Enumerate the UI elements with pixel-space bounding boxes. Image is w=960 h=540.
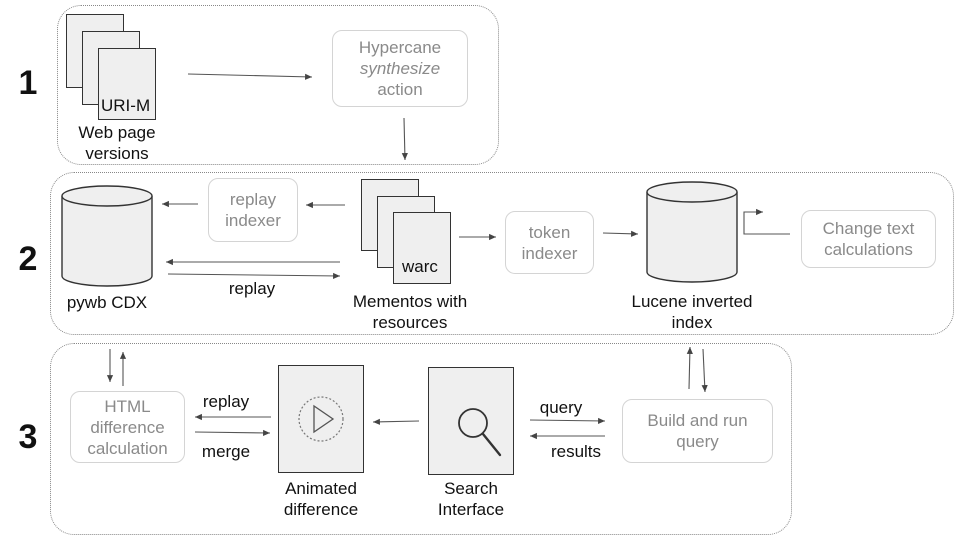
row-number-2: 2 — [18, 240, 38, 278]
caption-line: Lucene inverted — [631, 292, 753, 311]
html-difference-box: HTML difference calculation — [70, 391, 185, 463]
html-diff-line: HTML — [104, 396, 151, 416]
results-label: results — [550, 442, 602, 461]
caption-line: index — [671, 313, 713, 332]
caption-line: Search — [444, 479, 498, 498]
replay-indexer-line: indexer — [225, 211, 281, 230]
token-indexer-box: token indexer — [505, 211, 594, 274]
synth-line-3: action — [377, 80, 423, 99]
row3-group — [50, 343, 792, 535]
caption-line: Mementos with — [352, 292, 468, 311]
caption-line: resources — [372, 313, 448, 332]
synth-line-1: Hypercane — [358, 38, 442, 57]
row-number-1: 1 — [18, 64, 38, 102]
warc-stack-front — [393, 212, 451, 284]
warc-label: warc — [402, 257, 438, 276]
row2-group — [50, 172, 954, 335]
token-indexer-line: token — [528, 222, 571, 242]
replay-indexer-line: replay — [229, 190, 277, 209]
change-text-box: Change text calculations — [801, 210, 936, 268]
lucene-caption: Lucene inverted index — [622, 291, 762, 333]
html-diff-line: calculation — [87, 438, 168, 458]
change-text-line: Change text — [822, 219, 915, 238]
html-diff-line: difference — [90, 417, 165, 437]
row1-group — [57, 5, 499, 165]
build-run-query-box: Build and run query — [622, 399, 773, 463]
caption-line: Interface — [437, 500, 505, 519]
synth-line-2: synthesize — [359, 59, 441, 78]
build-query-line: query — [676, 432, 719, 451]
token-indexer-line: indexer — [521, 243, 578, 263]
replay-indexer-box: replay indexer — [208, 178, 298, 242]
query-label: query — [539, 398, 583, 417]
caption-line: Web page — [78, 123, 156, 142]
search-interface-caption: Search Interface — [421, 478, 521, 520]
change-text-line: calculations — [824, 240, 913, 259]
page-stack-front — [98, 48, 156, 120]
replay-label-row3: replay — [202, 392, 250, 411]
animated-difference-panel — [278, 365, 364, 473]
pywb-cdx-caption: pywb CDX — [66, 293, 148, 312]
uri-m-label: URI-M — [101, 96, 151, 115]
caption-line: difference — [283, 500, 359, 519]
animated-difference-caption: Animated difference — [266, 478, 376, 520]
hypercane-synthesize-box: Hypercane synthesize action — [332, 30, 468, 107]
caption-line: versions — [85, 144, 149, 163]
mementos-caption: Mementos with resources — [340, 291, 480, 333]
replay-label-row2: replay — [228, 279, 276, 298]
web-page-versions-caption: Web page versions — [62, 122, 172, 164]
caption-line: Animated — [285, 479, 357, 498]
merge-label: merge — [201, 442, 251, 461]
build-query-line: Build and run — [647, 411, 748, 430]
row-number-3: 3 — [18, 418, 38, 456]
search-interface-panel — [428, 367, 514, 475]
